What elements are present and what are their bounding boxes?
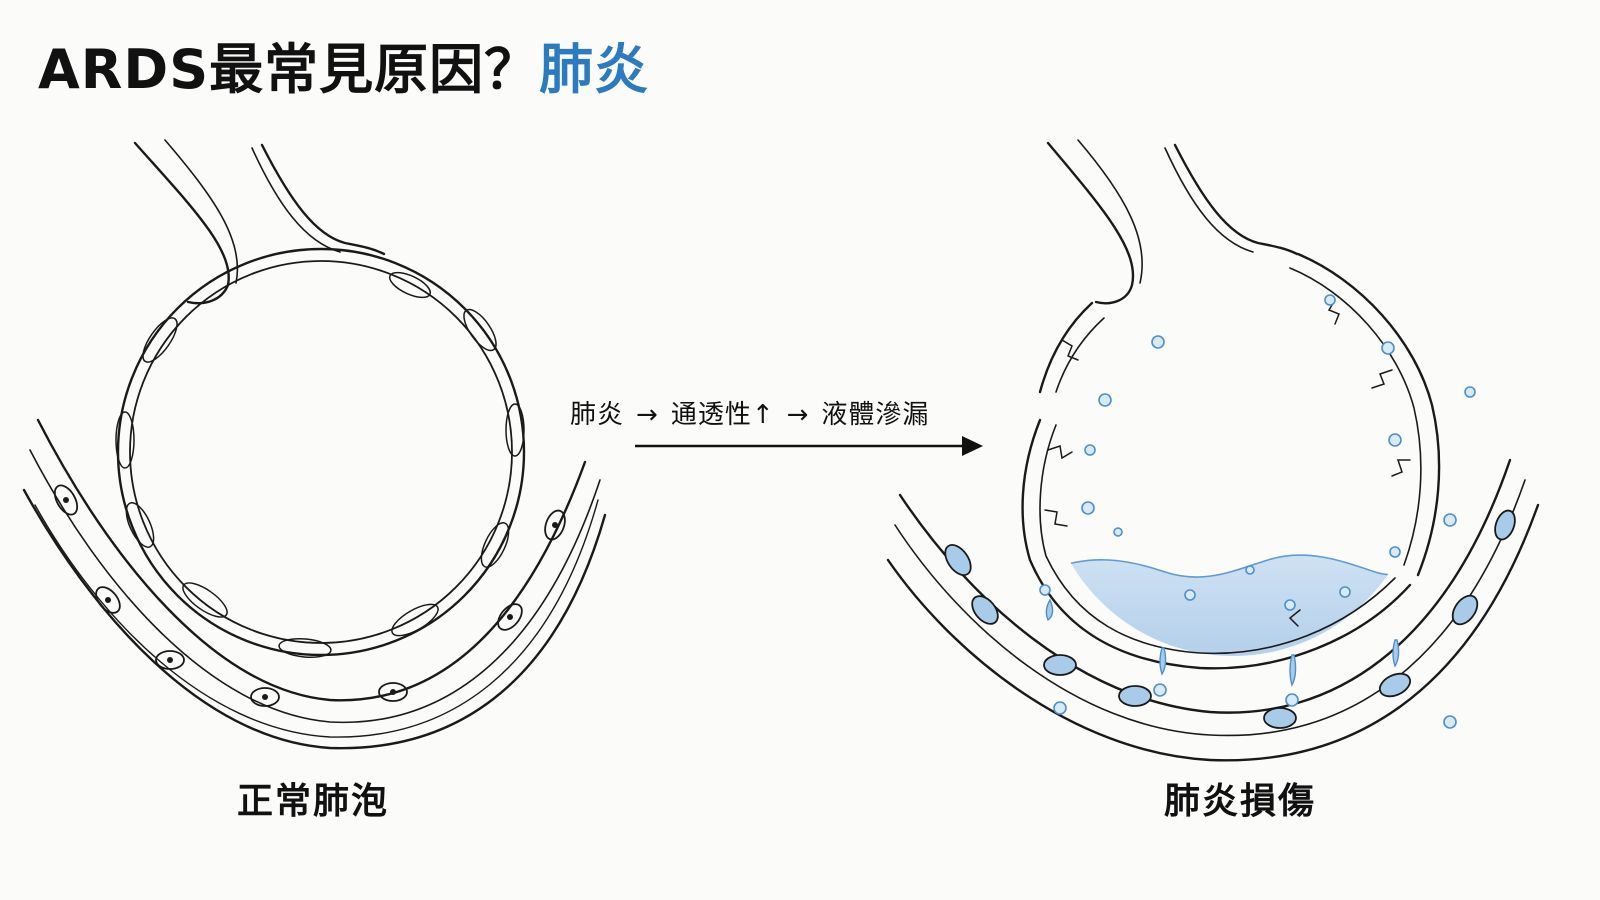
normal-duct-outer-left [133,141,230,305]
injured-wall-lower-left-inner [1039,424,1396,655]
step-fluid-leak: 液體滲漏 [821,400,930,430]
process-arrow [635,436,983,456]
normal-duct-outer-right [260,143,386,256]
injured-duct-inner-right [1164,147,1254,253]
injured-duct-outer-right [1173,143,1299,256]
normal-capillary-cells [53,484,566,707]
normal-alveolus [22,139,607,750]
injured-wall-upper-left-inner [1055,317,1105,393]
injured-duct-outer-left [1046,141,1135,305]
injured-duct-inner-left [1077,139,1143,284]
normal-alveolus-inner-wall [129,260,513,644]
injured-wall-right [1296,252,1441,577]
injured-alveolus [886,139,1540,762]
slide-title: ARDS最常見原因？肺炎 [38,38,649,103]
injured-wall-damage [1044,299,1411,627]
normal-capillary-wall-4 [34,499,599,738]
normal-cell-nuclei [63,497,558,700]
normal-capillary-wall-1 [36,418,587,702]
normal-epithelial-cells [115,271,525,658]
normal-capillary-wall-3 [22,488,607,750]
process-steps: 肺炎 → 通透性↑ → 液體滲漏 [570,394,929,431]
title-highlight: 肺炎 [539,38,650,101]
step-pneumonia: 肺炎 [570,400,625,430]
step-arrow-1: → [636,400,659,430]
normal-alveolus-label: 正常肺泡 [236,781,390,822]
injured-capillary-cells [944,509,1516,729]
normal-capillary-wall-2 [29,449,601,724]
injured-alveolus-label: 肺炎損傷 [1163,781,1317,822]
injured-wall-right-inner [1289,267,1422,566]
fluid-droplets [1039,294,1476,729]
injured-wall-lower-left [1021,418,1412,670]
normal-alveolus-outer-wall [116,247,526,657]
step-arrow-2: → [786,400,810,430]
fluid-pool [1045,554,1421,656]
title-text: ARDS最常見原因？ [38,38,540,101]
injured-capillary-wall-2 [894,479,1526,737]
step-permeability: 通透性↑ [670,400,775,430]
normal-duct-inner-right [251,147,341,253]
injured-capillary-wall-1 [898,458,1512,714]
injured-wall-upper-left [1038,301,1094,394]
injured-capillary-wall-3 [886,503,1540,762]
fluid-drips [1045,598,1400,687]
